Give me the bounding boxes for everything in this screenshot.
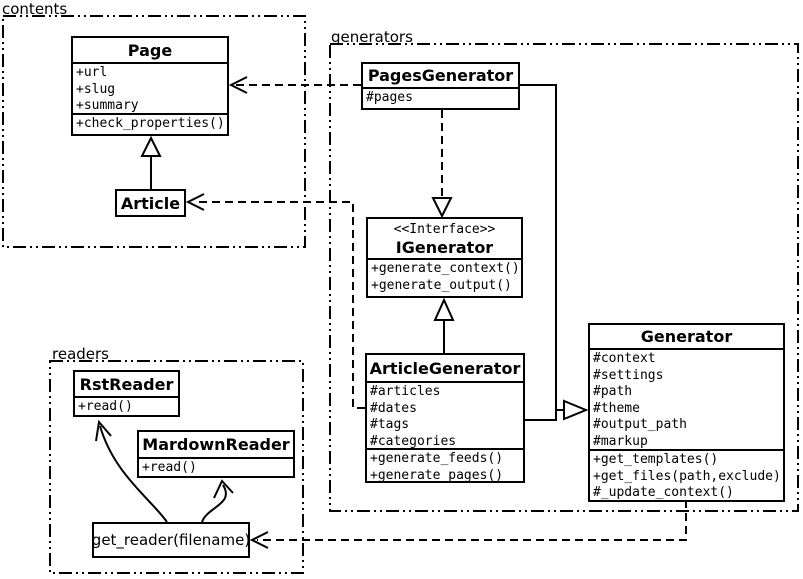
attribute: #markup xyxy=(593,433,648,449)
attribute: +slug xyxy=(76,81,116,97)
class-title: Generator xyxy=(640,327,733,346)
function-label: get_reader(filename) xyxy=(91,531,251,549)
class-title: PagesGenerator xyxy=(367,66,514,85)
stereotype-label: <<Interface>> xyxy=(393,222,496,237)
attribute: +summary xyxy=(76,98,139,113)
method: +get_files(path,exclude) xyxy=(593,468,781,484)
attribute: #settings xyxy=(593,367,664,383)
methods-section: +read() xyxy=(75,396,178,415)
attribute: #context xyxy=(593,351,656,366)
class-box-page: Page +url +slug +summary +check_properti… xyxy=(71,36,229,136)
class-box-articlegenerator: ArticleGenerator #articles #dates #tags … xyxy=(365,353,525,483)
edge-articlegenerator-extends-igenerator xyxy=(433,297,455,353)
methods-section: +get_templates() +get_files(path,exclude… xyxy=(590,449,783,500)
class-box-igenerator: <<Interface>> IGenerator +generate_conte… xyxy=(366,217,523,298)
attributes-section: +url +slug +summary xyxy=(73,62,227,113)
edge-pagesgenerator-depends-page xyxy=(228,76,361,94)
class-box-article: Article xyxy=(115,189,186,217)
package-border-readers xyxy=(49,360,304,574)
attribute: #articles xyxy=(370,384,441,399)
class-box-pagesgenerator: PagesGenerator #pages xyxy=(361,62,520,110)
function-box-get-reader: get_reader(filename) xyxy=(92,522,250,558)
attribute: #theme xyxy=(593,400,640,416)
class-box-mardownreader: MardownReader +read() xyxy=(137,430,295,478)
class-title: ArticleGenerator xyxy=(369,358,521,378)
method: +get_templates() xyxy=(593,452,719,467)
edge-pagesgenerator-extends-generator xyxy=(520,84,564,411)
method: +read() xyxy=(78,399,133,414)
class-title: Article xyxy=(120,193,181,213)
class-box-rstreader: RstReader +read() xyxy=(73,370,180,417)
attribute: #pages xyxy=(366,90,413,105)
attribute: +url xyxy=(76,65,108,80)
package-label-readers: readers xyxy=(52,345,109,363)
methods-section: +generate_context() +generate_output() xyxy=(368,258,521,295)
attribute: #path xyxy=(593,384,633,399)
edge-articlegenerator-extends-generator xyxy=(525,399,589,421)
attributes-section: #pages xyxy=(363,87,518,108)
edge-articlegenerator-depends-article xyxy=(185,193,365,409)
methods-section: +read() xyxy=(139,457,293,476)
edge-getreader-to-rstreader xyxy=(95,419,168,523)
method: +check_properties() xyxy=(76,116,225,131)
edge-pagesgenerator-realizes-igenerator xyxy=(431,110,453,219)
method: +generate_pages() xyxy=(370,467,504,482)
method: #_update_context() xyxy=(593,485,734,500)
class-title: Page xyxy=(127,40,173,60)
attributes-section: #context #settings #path #theme #output_… xyxy=(590,348,783,449)
methods-section: +generate_feeds() +generate_pages() xyxy=(367,448,523,481)
attributes-section: #articles #dates #tags #categories xyxy=(367,381,523,448)
class-title: RstReader xyxy=(79,374,174,394)
method: +generate_output() xyxy=(371,277,512,293)
class-box-generator: Generator #context #settings #path #them… xyxy=(588,323,785,502)
method: +read() xyxy=(142,460,197,475)
class-title: MardownReader xyxy=(142,435,290,454)
package-border-contents xyxy=(2,15,306,248)
edge-generator-depends-getreader xyxy=(249,500,687,549)
attribute: #categories xyxy=(370,433,457,449)
attribute: #output_path xyxy=(593,417,687,432)
attribute: #tags xyxy=(370,417,410,432)
attribute: #dates xyxy=(370,400,417,416)
edge-article-extends-page xyxy=(140,135,162,189)
class-title: IGenerator xyxy=(395,238,494,257)
method: +generate_feeds() xyxy=(370,451,504,466)
methods-section: +check_properties() xyxy=(73,113,227,134)
package-label-contents: contents xyxy=(2,0,68,18)
package-label-generators: generators xyxy=(331,28,413,46)
package-border-generators xyxy=(329,43,799,512)
edge-getreader-to-mardownreader xyxy=(201,479,234,523)
method: +generate_context() xyxy=(371,261,520,276)
